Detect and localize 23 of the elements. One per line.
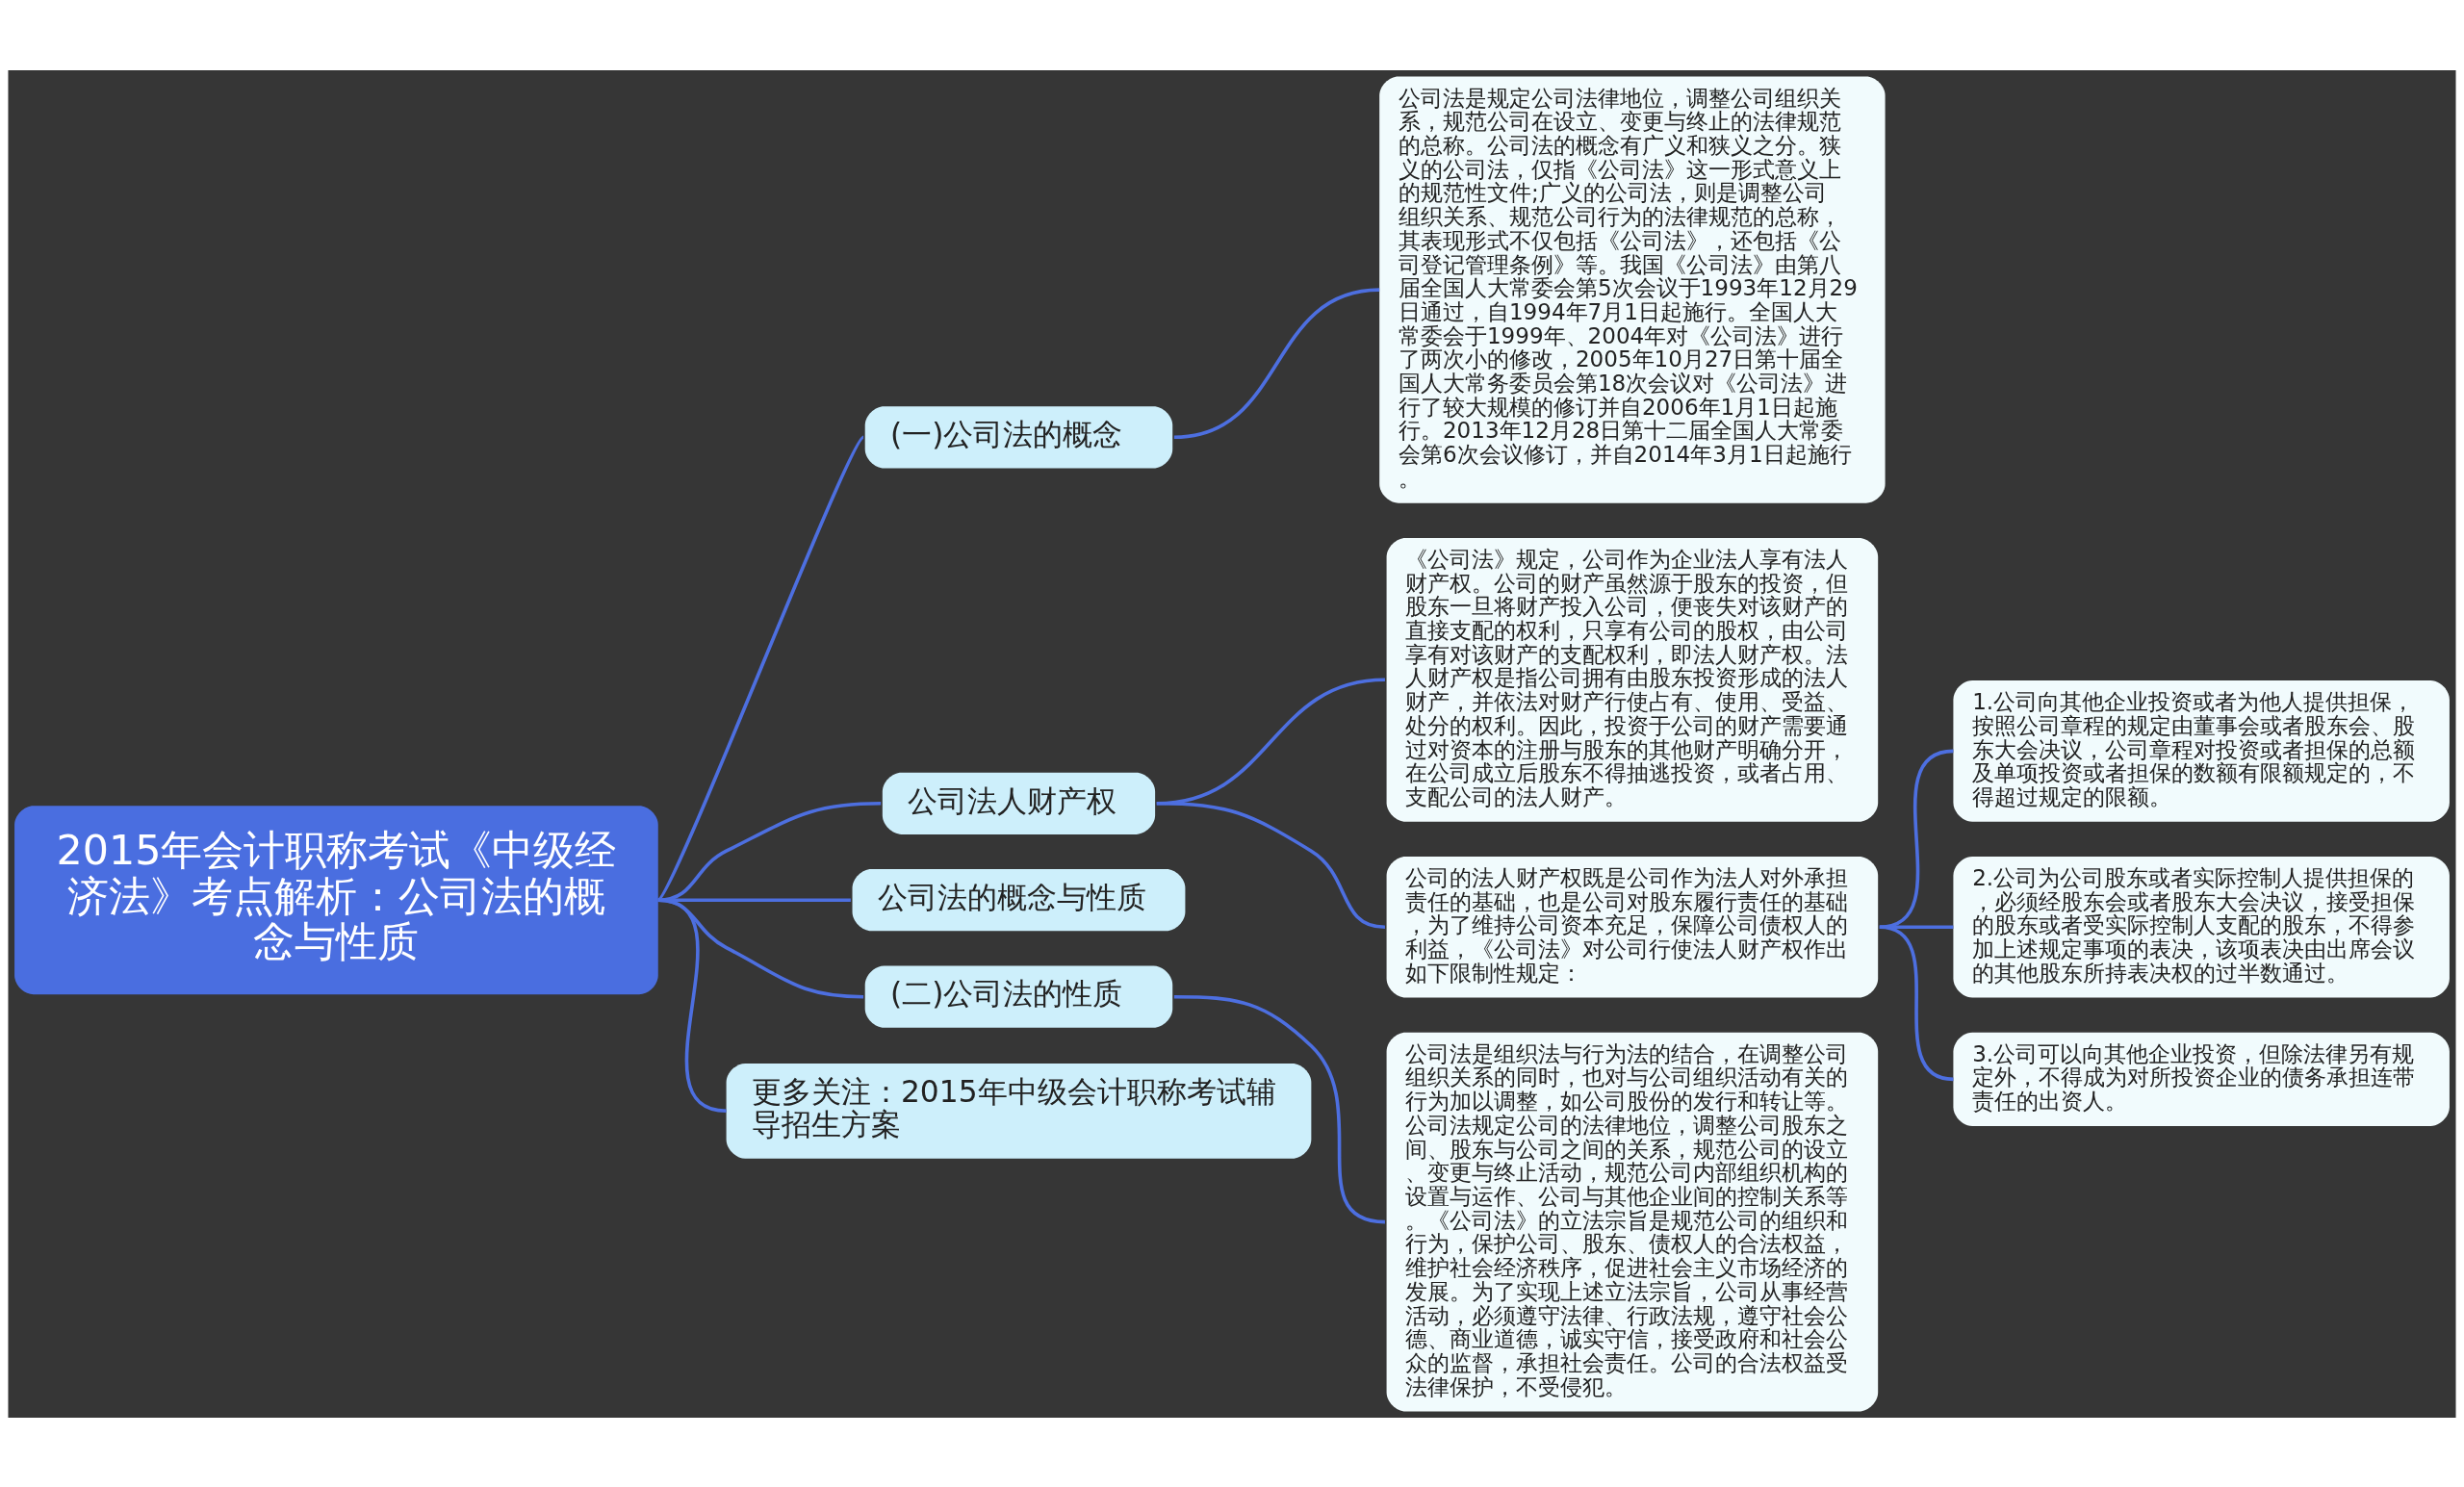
connector [1879, 924, 1954, 929]
node-box: 2.公司为公司股东或者实际控制人提供担保的，必须经股东会或者股东大会决议，接受担保的股东或者受实际控制人支配的股东，不得参加上述规定事项的表决，该项表决由出席会议的其他股东所持表决权的过半数通过。 [1953, 856, 2450, 998]
connector [656, 435, 865, 901]
connector [1879, 749, 1954, 929]
node-box: 公司法是组织法与行为法的结合，在调整公司组织关系的同时，也对与公司组织活动有关的行为加以调整，如公司股份的发行和转让等。公司法规定公司的法律地位，调整公司股东之间、股东与公司之间的关系，规范公司的设立、变更与终止活动，规范公司内部组织机构的设置与运作、公司与其他企业间的控制关系等。《公司法》的立法宗旨是规范公司的组织和行为，保护公司、股东、债权人的合法权益，维护社会经济秩序，促进社会主义市场经济的发展。为了实现上述立法宗旨，公司从事经营活动，必须遵守法律、行政法规，遵守社会公德、商业道德，诚实守信，接受政府和社会公众的监督，承担社会责任。公司的合法权益受法律保护，不受侵犯。 [1386, 1032, 1879, 1411]
node-box: (一)公司法的概念 [864, 405, 1173, 468]
node-box: (二)公司法的性质 [864, 965, 1173, 1028]
connector [1173, 994, 1386, 1223]
connector [657, 897, 864, 998]
connector [1156, 801, 1386, 929]
connector [657, 897, 851, 902]
node-box: 公司法的概念与性质 [852, 868, 1186, 931]
connector [1879, 924, 1954, 1081]
node-box: 公司法是规定公司法律地位，调整公司组织关系，规范公司在设立、变更与终止的法律规范的总称。公司法的概念有广义和狭义之分。狭义的公司法，仅指《公司法》这一形式意义上的规范性文件;广义的公司法，则是调整公司组织关系、规范公司行为的法律规范的总称，其表现形式不仅包括《公司法》，还包括《公司登记管理条例》等。我国《公司法》由第八届全国人大常委会第5次会议于1993年12月29日通过，自1994年7月1日起施行。全国人大常委会于1999年、2004年对《公司法》进行了两次小的修改，2005年10月27日第十届全国人大常务委员会第18次会议对《公司法》进行了较大规模的修订并自2006年1月1日起施行。2013年12月28日第十二届全国人大常委会第6次会议修订，并自2014年3月1日起施行。 [1379, 76, 1886, 503]
connector [657, 801, 882, 902]
node-box: 更多关注：2015年中级会计职称考试辅导招生方案 [726, 1063, 1312, 1159]
node-box: 《公司法》规定，公司作为企业法人享有法人财产权。公司的财产虽然源于股东的投资，但股东一旦将财产投入公司，便丧失对该财产的直接支配的权利，只享有公司的股权，由公司享有对该财产的支配权利，即法人财产权。法人财产权是指公司拥有由股东投资形成的法人财产，并依法对财产行使占有、使用、受益、处分的权利。因此，投资于公司的财产需要通过对资本的注册与股东的其他财产明确分开，在公司成立后股东不得抽逃投资，或者占用、支配公司的法人财产。 [1386, 537, 1879, 822]
node-box: 公司法人财产权 [882, 772, 1156, 834]
node-box: 2015年会计职称考试《中级经济法》考点解析：公司法的概念与性质 [14, 805, 658, 994]
node-box: 1.公司向其他企业投资或者为他人提供担保，按照公司章程的规定由董事会或者股东会、股东大会决议，公司章程对投资或者担保的总额及单项投资或者担保的数额有限额规定的，不得超过规定的限额。 [1953, 679, 2450, 822]
node-box: 公司的法人财产权既是公司作为法人对外承担责任的基础，也是公司对股东履行责任的基础，为了维持公司资本充足，保障公司债权人的利益，《公司法》对公司行使法人财产权作出如下限制性规定： [1386, 856, 1879, 998]
node-box: 3.公司可以向其他企业投资，但除法律另有规定外，不得成为对所投资企业的债务承担连带责任的出资人。 [1953, 1032, 2450, 1126]
connector [1173, 287, 1380, 439]
